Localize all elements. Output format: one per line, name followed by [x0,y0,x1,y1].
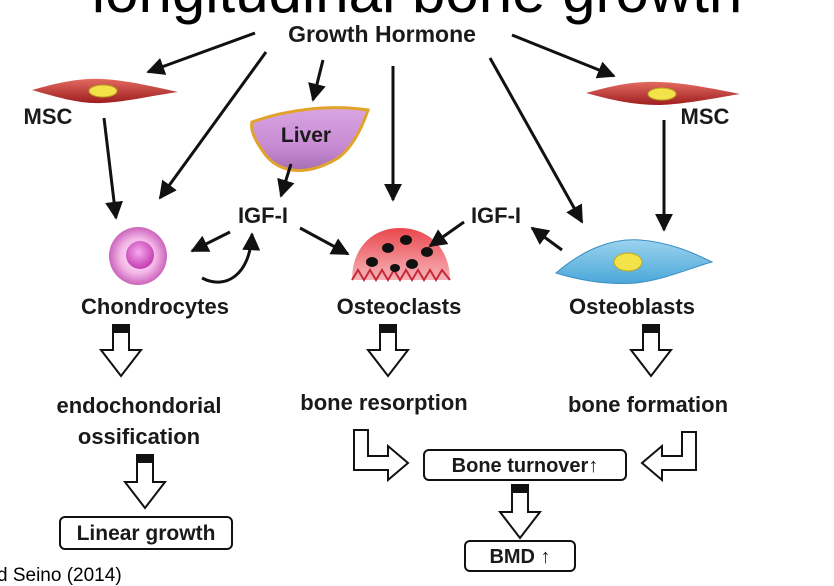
linear-growth-box [59,516,233,550]
osteoclasts-label: Osteoclasts [337,294,462,319]
bone-resorption-label: bone resorption [300,390,467,415]
msc-left-cell-icon [32,78,178,104]
msc-right-cell-icon [586,81,740,105]
msc-right-label: MSC [681,104,730,129]
regulation-arrows [102,31,673,284]
bone-formation-label: bone formation [568,392,728,417]
citation: d Seino (2014) [0,565,122,586]
liver-label: Liver [281,124,331,147]
msc-left-label: MSC [24,104,73,129]
bmd-box [464,540,576,572]
linear-growth-label: Linear growth [77,522,216,545]
osteoblast-cell-icon [554,239,714,284]
chondrocyte-cell-icon [109,227,167,285]
liver-icon [250,106,370,172]
endochondral-label-line2: ossification [78,424,200,449]
endochondral-label-line1: endochondorial [57,393,222,418]
bone-turnover-box [423,449,627,481]
flow-block-arrows [98,324,697,540]
bmd-label: BMD ↑ [489,546,550,568]
osteoblasts-label: Osteoblasts [569,294,695,319]
slide-title: longitudinal bone growth [0,0,834,22]
chondrocytes-label: Chondrocytes [81,294,229,319]
osteoclast-cell-icon [351,228,451,282]
igf-right-label: IGF-I [471,203,521,228]
growth-hormone-label: Growth Hormone [288,21,476,47]
igf-left-label: IGF-I [238,203,288,228]
bone-turnover-label: Bone turnover↑ [452,455,599,477]
